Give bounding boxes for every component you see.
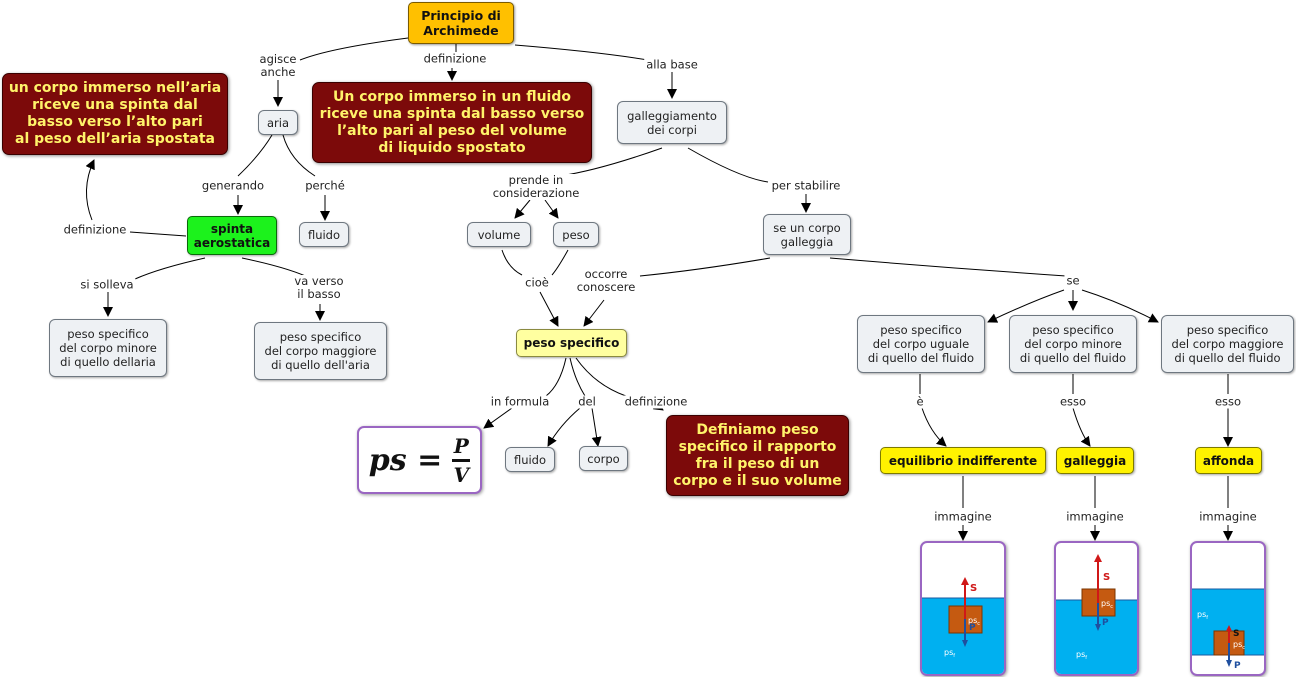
volume-node[interactable]: volume [467,222,531,247]
maggiore-fluido-node[interactable]: peso specifico del corpo maggiore di que… [1161,315,1294,373]
label-agisce-anche: agisce anche [257,52,299,79]
label-se: se [1064,273,1082,288]
equilibrio-indifferente-node[interactable]: equilibrio indifferente [880,447,1046,474]
svg-text:psf: psf [1197,610,1208,621]
arrow-up-label: S [970,583,977,594]
label-definizione-left: definizione [61,222,129,237]
maggiore-aria-node[interactable]: peso specifico del corpo maggiore di que… [254,322,387,380]
label-si-solleva: si solleva [78,277,136,292]
galleggiamento-node[interactable]: galleggiamento dei corpi [617,101,727,144]
minore-aria-node[interactable]: peso specifico del corpo minore di quell… [49,319,167,377]
body-label-sub: c [1110,604,1113,610]
image-galleggia[interactable]: S P psc psf [1054,541,1139,676]
formula-numerator: P [453,433,469,458]
fluido-node[interactable]: fluido [505,447,555,472]
minore-fluido-node[interactable]: peso specifico del corpo minore di quell… [1009,315,1137,373]
formula-box[interactable]: ps = P V [357,426,482,494]
fluid-label: ps [1076,650,1085,659]
arrow-up-label: S [1103,572,1110,583]
fluid-label-sub: f [953,653,955,659]
label-in-formula: in formula [488,394,552,409]
fluido-definition-node[interactable]: Un corpo immerso in un fluido riceve una… [312,82,592,163]
label-esso-2: esso [1212,394,1244,409]
arrow-up-label: S [1233,629,1239,639]
label-immagine-3: immagine [1197,509,1259,524]
fluid-label: ps [1197,610,1206,619]
body-label: ps [968,616,977,625]
peso-node[interactable]: peso [553,222,599,247]
arrow-down-label: P [1102,618,1109,628]
label-esso-1: esso [1057,394,1089,409]
uguale-fluido-node[interactable]: peso specifico del corpo uguale di quell… [857,315,985,373]
label-perche: perché [303,178,347,193]
spinta-aerostatica-node[interactable]: spinta aerostatica [187,216,277,255]
formula-lhs: ps = [368,442,443,478]
label-va-verso-il-basso: va verso il basso [292,274,346,301]
label-prende-in-considerazione: prende in considerazione [490,173,582,200]
label-per-stabilire: per stabilire [769,178,843,193]
fluido-node-aria[interactable]: fluido [299,222,349,247]
label-immagine-2: immagine [1064,509,1126,524]
svg-text:psc: psc [1101,599,1113,610]
body-label: ps [1101,599,1110,608]
fluid-label-sub: f [1085,655,1087,661]
image-affonda[interactable]: S P psc psf [1190,541,1266,676]
peso-specifico-node[interactable]: peso specifico [516,329,627,357]
label-immagine-1: immagine [932,509,994,524]
label-alla-base: alla base [644,57,700,72]
label-definizione-top: definizione [421,51,489,66]
affonda-illustration: S P psc psf [1192,588,1264,671]
equilibrio-illustration: S P psc psf [922,577,1004,674]
title-node[interactable]: Principio di Archimede [408,2,514,44]
label-generando: generando [199,178,267,193]
arrow-down-label: P [969,623,976,633]
label-occorre-conoscere: occorre conoscere [574,267,638,294]
galleggia-illustration: S P psc psf [1056,554,1137,674]
image-equilibrio[interactable]: S P psc psf [920,541,1006,676]
corpo-node[interactable]: corpo [579,446,628,471]
formula-fraction-bar [452,458,471,462]
svg-text:psf: psf [944,648,955,659]
label-cioe: cioè [523,275,551,290]
body-label-sub: c [977,621,980,627]
formula-fraction: P V [452,433,471,487]
aria-definition-node[interactable]: un corpo immerso nell’aria riceve una sp… [2,73,228,155]
formula-denominator: V [453,462,469,487]
se-un-corpo-galleggia-node[interactable]: se un corpo galleggia [763,214,851,255]
fluid-label: ps [944,648,953,657]
definiamo-node[interactable]: Definiamo peso specifico il rapporto fra… [666,415,849,496]
affonda-node[interactable]: affonda [1195,447,1262,474]
galleggia-node[interactable]: galleggia [1056,447,1134,474]
label-definizione-ps: definizione [622,394,690,409]
label-e: è [914,394,926,409]
svg-text:psc: psc [968,616,980,627]
arrow-down-label: P [1234,661,1241,671]
body-label-sub: c [1242,645,1245,651]
body-label: ps [1233,640,1242,649]
svg-text:psc: psc [1233,640,1245,651]
label-del: del [576,394,598,409]
fluid-label-sub: f [1206,615,1208,621]
aria-node[interactable]: aria [258,110,298,135]
svg-text:psf: psf [1076,650,1087,661]
